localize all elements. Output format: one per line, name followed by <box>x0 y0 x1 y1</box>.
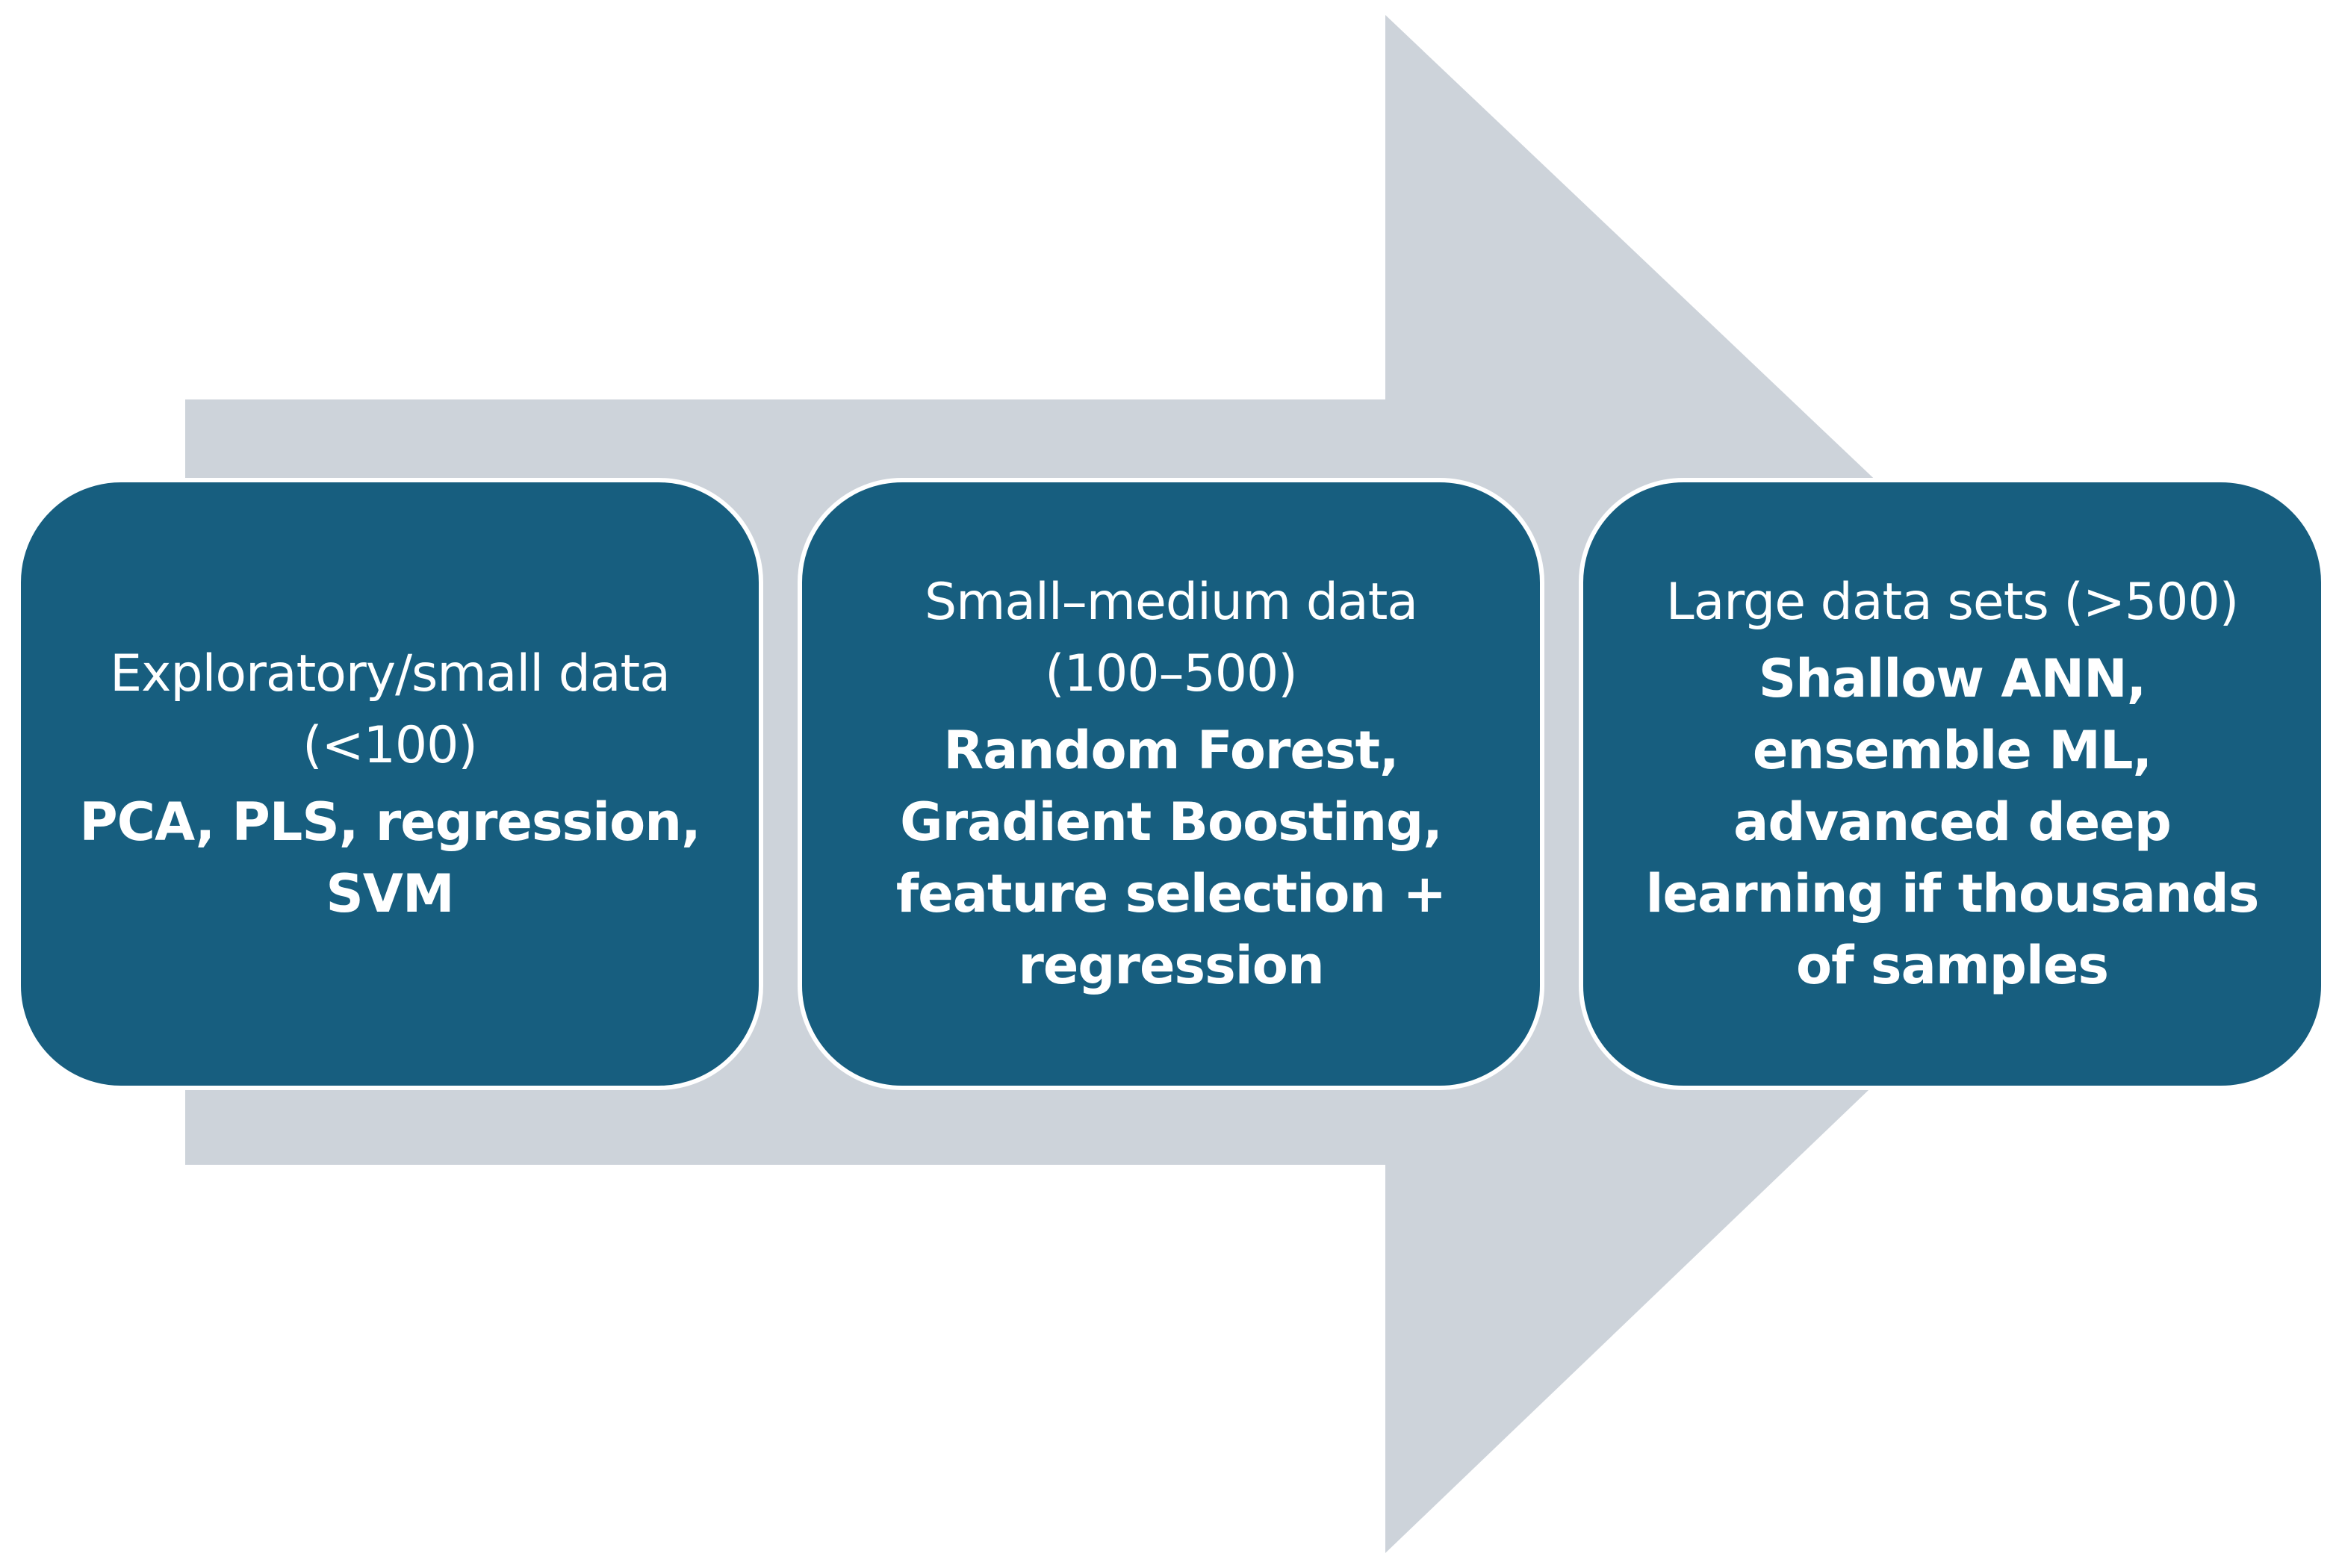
stage-heading: Exploratory/small data (<100) <box>110 644 671 775</box>
stage-methods: Shallow ANN, ensemble ML, advanced deep … <box>1645 648 2260 996</box>
stage-heading: Large data sets (>500) <box>1665 573 2240 632</box>
stage-box-large: Large data sets (>500) Shallow ANN, ense… <box>1579 478 2326 1090</box>
stage-box-small-medium: Small–medium data (100–500) Random Fores… <box>798 478 1544 1090</box>
stage-heading: Small–medium data (100–500) <box>924 573 1418 703</box>
stage-methods: PCA, PLS, regression, SVM <box>79 791 701 924</box>
stage-methods: Random Forest, Gradient Boosting, featur… <box>895 720 1447 996</box>
stage-box-exploratory: Exploratory/small data (<100) PCA, PLS, … <box>16 478 763 1090</box>
